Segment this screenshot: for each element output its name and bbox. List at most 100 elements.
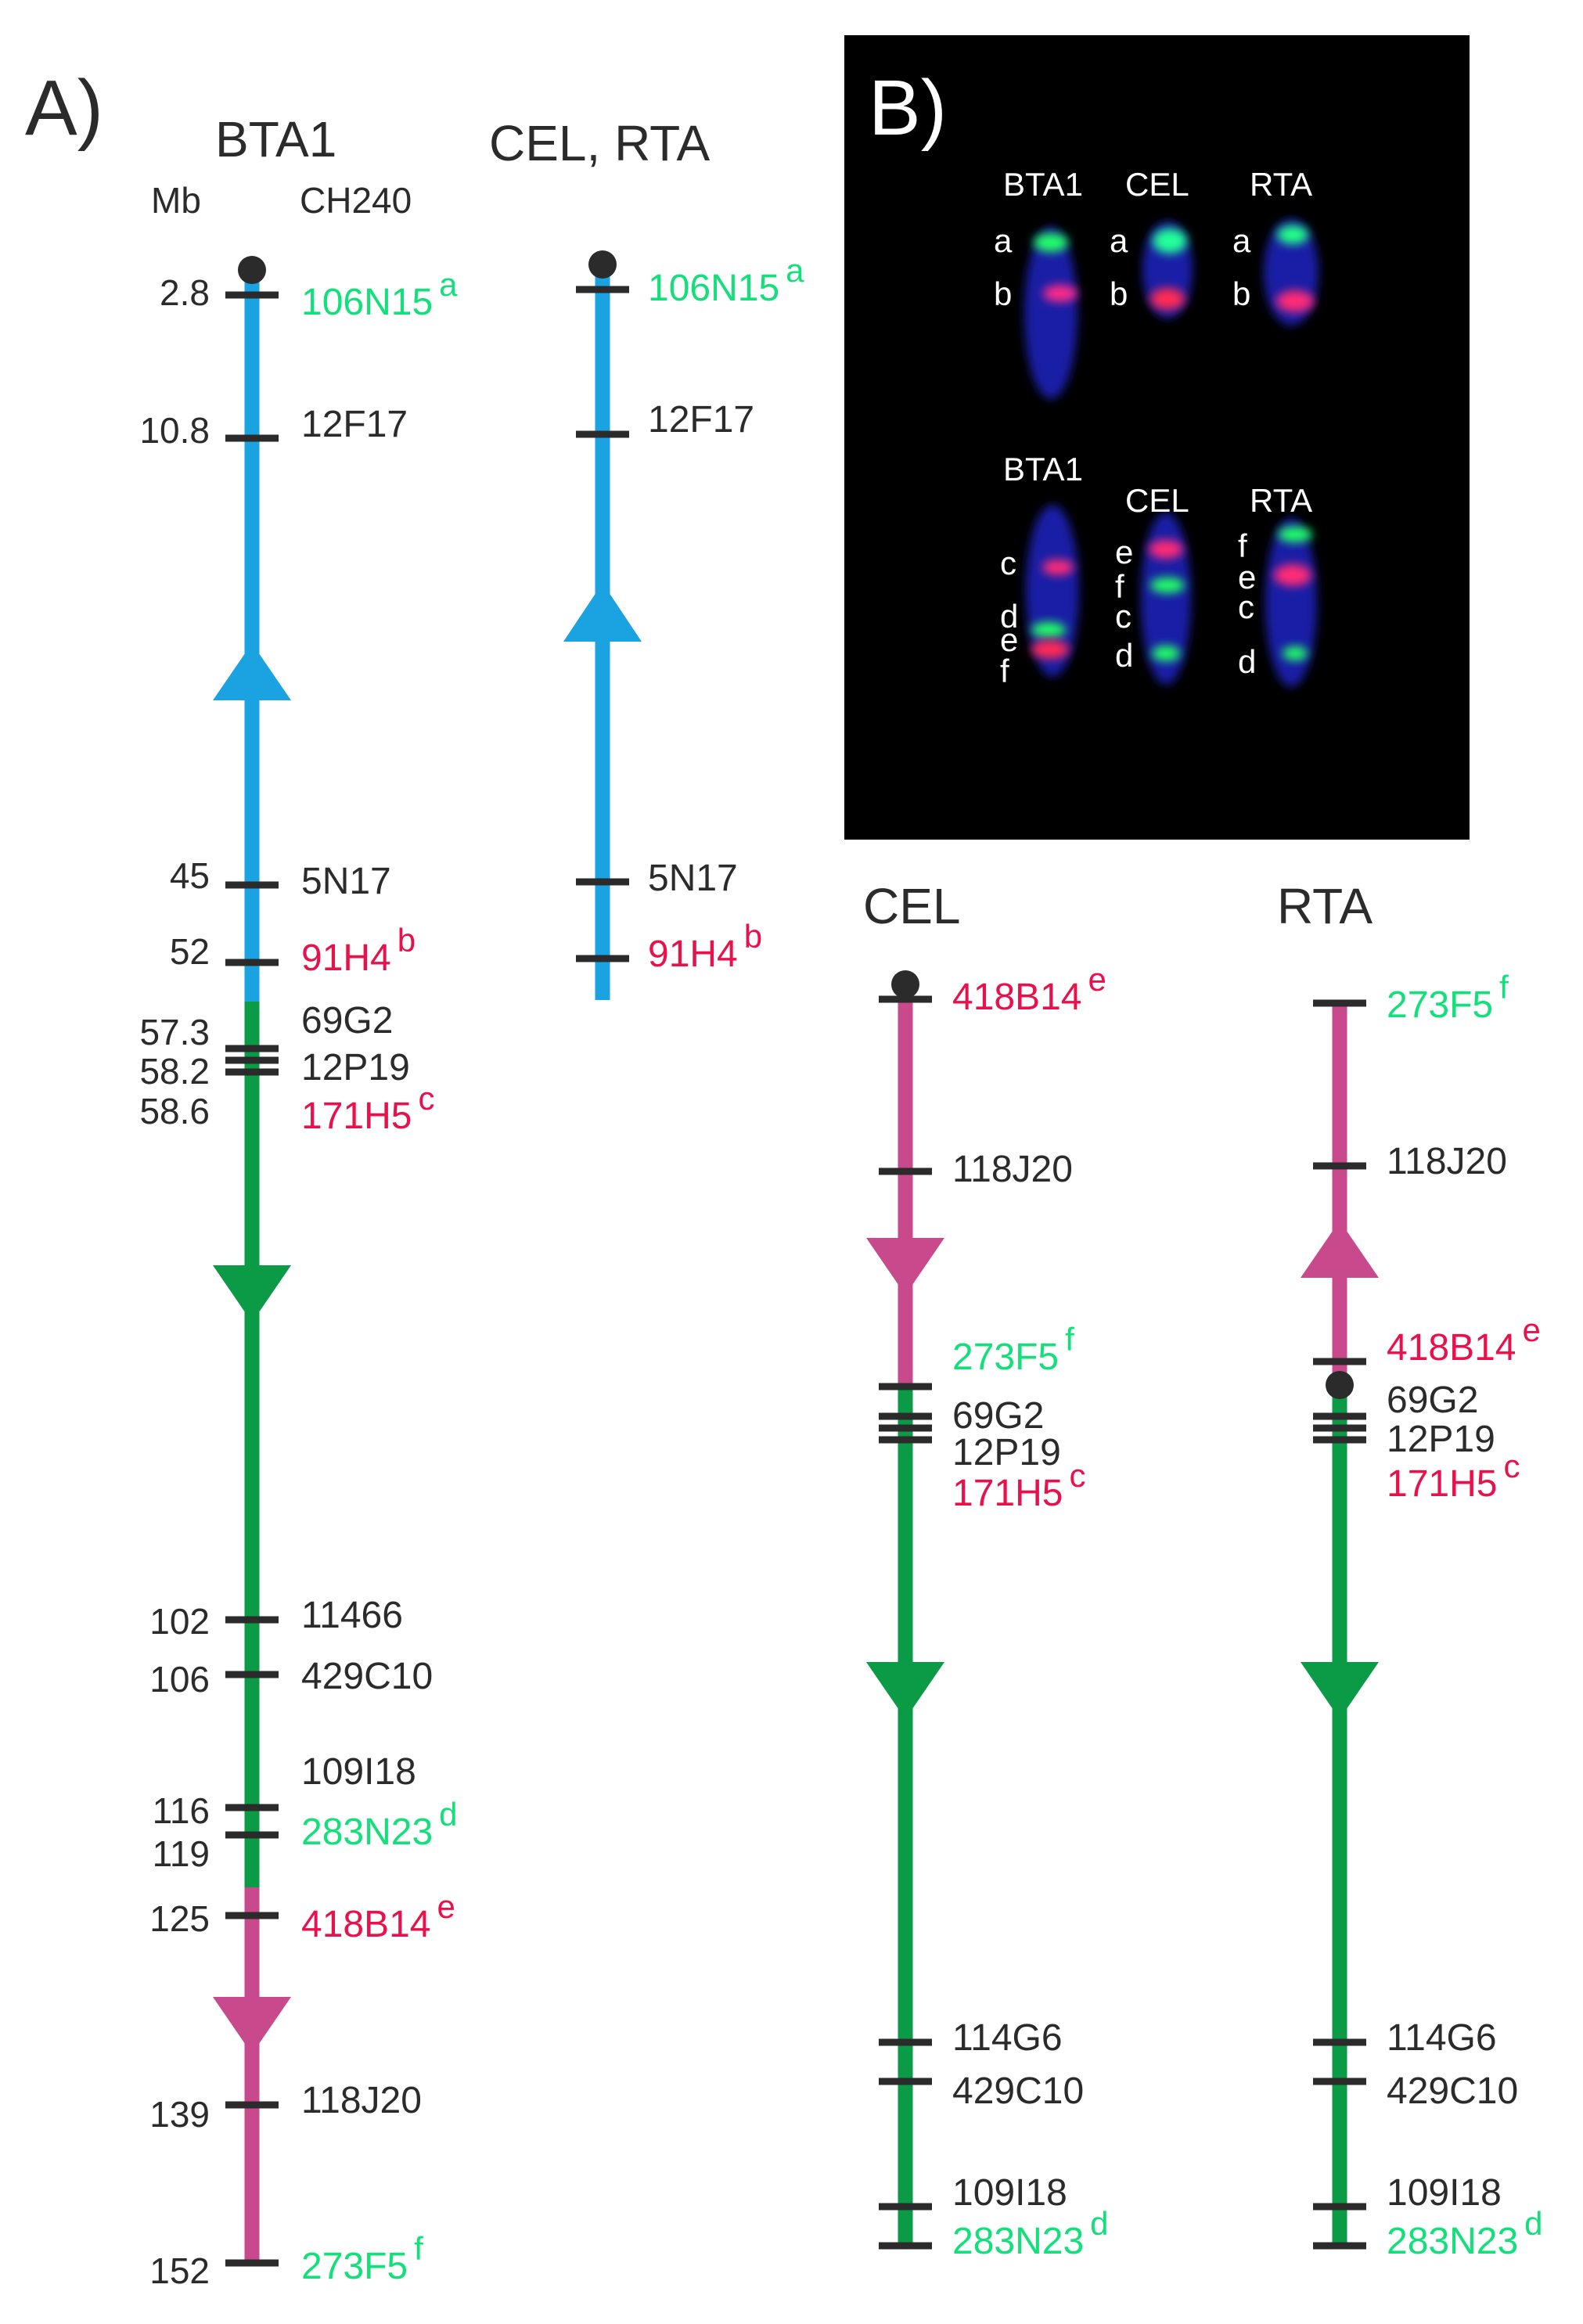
- mb-position-label: 10.8: [139, 410, 210, 451]
- fish-letter: a: [1110, 222, 1128, 259]
- clone-superscript: c: [1069, 1457, 1085, 1494]
- fish-letter: f: [1115, 568, 1124, 605]
- clone-label: 273F5: [301, 2246, 408, 2287]
- fish-letter: c: [1115, 598, 1131, 635]
- clone-label: 12P19: [952, 1432, 1061, 1473]
- clone-label: 69G2: [1387, 1380, 1478, 1421]
- fish-signal: [1031, 622, 1066, 638]
- mb-header: Mb: [151, 180, 201, 221]
- clone-label: 109I18: [952, 2172, 1067, 2214]
- clone-superscript: a: [439, 266, 458, 303]
- cel-rta-chromosome: [563, 250, 642, 1000]
- bta1-title: BTA1: [215, 111, 336, 167]
- fish-chrom-bta1-row1: [1024, 227, 1078, 399]
- clone-label: 69G2: [952, 1395, 1044, 1437]
- fish-header-row1-bta1: BTA1: [1003, 166, 1083, 203]
- panel-b-label: B): [869, 64, 947, 152]
- fish-letter: d: [1115, 637, 1133, 674]
- mb-position-label: 52: [170, 931, 210, 972]
- clone-label: 114G6: [1387, 2017, 1497, 2059]
- fish-letter: e: [1238, 559, 1256, 595]
- rta-map-title: RTA: [1277, 878, 1373, 934]
- fish-signal: [1043, 285, 1078, 302]
- clone-label: 69G2: [301, 1000, 393, 1041]
- clone-superscript: e: [437, 1888, 455, 1925]
- fish-letter: b: [1110, 275, 1128, 312]
- fish-letter: c: [1238, 588, 1254, 625]
- clone-label: 283N23: [952, 2221, 1084, 2262]
- clone-label: 171H5: [952, 1473, 1063, 1514]
- clone-label: 283N23: [1387, 2221, 1518, 2262]
- rta-arrow-up-pink: [1301, 1221, 1379, 1278]
- clone-superscript: d: [1090, 2205, 1108, 2242]
- clone-superscript: a: [786, 252, 804, 289]
- clone-superscript: e: [1523, 1311, 1541, 1348]
- clone-superscript: e: [1088, 961, 1106, 998]
- bta1-centromere: [238, 256, 266, 284]
- cel-arrow-down-green: [866, 1662, 944, 1719]
- fish-signal: [1153, 228, 1187, 254]
- rta-centromere: [1326, 1371, 1354, 1399]
- panel-a-label: A): [25, 64, 103, 152]
- fish-header-row2-cel: CEL: [1125, 482, 1189, 519]
- fish-letter: b: [994, 275, 1012, 312]
- fish-letter: c: [1000, 545, 1016, 581]
- mb-position-label: 152: [149, 2250, 210, 2291]
- clone-label: 11466: [301, 1595, 403, 1636]
- clone-superscript: f: [1065, 1321, 1074, 1358]
- clone-superscript: b: [398, 922, 416, 959]
- fish-chrom-rta-row2: [1265, 518, 1317, 687]
- mb-position-label: 106: [149, 1659, 210, 1700]
- bta1-chromosome: [213, 256, 291, 2263]
- clone-superscript: d: [1524, 2205, 1542, 2242]
- fish-signal: [1149, 540, 1183, 559]
- fish-image: B) BTA1 CEL RTA BTA1 CEL RTA abababcdefe…: [844, 35, 1470, 840]
- clone-label: 91H4: [301, 937, 391, 979]
- fish-letter: a: [1232, 222, 1251, 259]
- mb-position-label: 2.8: [160, 272, 210, 313]
- fish-signal: [1034, 233, 1068, 252]
- fish-letter: e: [1000, 621, 1018, 658]
- cel-arrow-down-pink: [866, 1238, 944, 1295]
- clone-label: 171H5: [1387, 1463, 1497, 1505]
- clone-label: 118J20: [301, 2080, 422, 2121]
- clone-label: 12P19: [301, 1047, 410, 1088]
- clone-label: 109I18: [301, 1751, 416, 1793]
- fish-header-row1-cel: CEL: [1125, 166, 1189, 203]
- fish-signal: [1276, 290, 1314, 312]
- fish-letter: f: [1238, 527, 1247, 564]
- clone-label: 12P19: [1387, 1419, 1495, 1460]
- clone-label: 106N15: [648, 268, 779, 309]
- clone-label: 429C10: [301, 1656, 433, 1697]
- mb-position-label: 139: [149, 2094, 210, 2135]
- cel-rta-arrow-up: [563, 583, 642, 642]
- bta1-arrow-up-blue: [213, 643, 291, 700]
- clone-label: 273F5: [1387, 984, 1493, 1026]
- fish-letter: d: [1000, 598, 1018, 635]
- clone-label: 429C10: [1387, 2070, 1518, 2112]
- fish-letter: d: [1238, 643, 1256, 680]
- clone-superscript: f: [414, 2230, 423, 2267]
- clone-superscript: f: [1499, 969, 1509, 1006]
- fish-signal: [1150, 288, 1185, 310]
- fish-letter: f: [1000, 653, 1009, 689]
- clone-label: 109I18: [1387, 2172, 1502, 2214]
- fish-header-row2-rta: RTA: [1250, 482, 1312, 519]
- fish-signal: [1277, 225, 1308, 244]
- mb-position-label: 116: [153, 1790, 210, 1831]
- clone-label: 106N15: [301, 282, 433, 323]
- cel-centromere: [891, 970, 919, 998]
- clone-label: 114G6: [952, 2017, 1063, 2059]
- fish-signal: [1152, 646, 1180, 661]
- clone-superscript: c: [1503, 1448, 1520, 1484]
- clone-superscript: d: [439, 1796, 457, 1833]
- clone-label: 418B14: [952, 977, 1082, 1018]
- clone-label: 91H4: [648, 934, 738, 975]
- fish-signal: [1150, 577, 1185, 593]
- fish-letter: e: [1115, 534, 1133, 570]
- fish-signal: [1283, 646, 1308, 660]
